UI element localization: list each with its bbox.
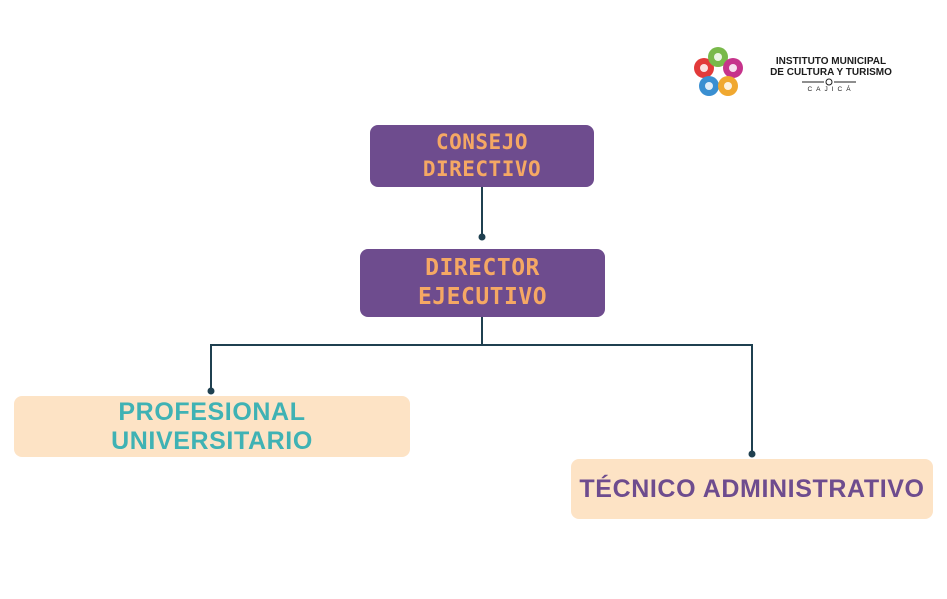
connector-director-tecnico [482, 344, 753, 454]
node-tecnico-administrativo: TÉCNICO ADMINISTRATIVO [571, 459, 933, 519]
institute-city: CAJICÁ [807, 86, 855, 93]
node-tecnico-label: TÉCNICO ADMINISTRATIVO [579, 474, 925, 503]
node-director-ejecutivo: DIRECTOR EJECUTIVO [360, 249, 605, 317]
connector-dot [207, 387, 215, 395]
connector-dot [748, 450, 756, 458]
node-consejo-directivo: CONSEJO DIRECTIVO [370, 125, 594, 187]
connector-dot [478, 233, 486, 241]
node-profesional-universitario: PROFESIONAL UNIVERSITARIO [14, 396, 410, 457]
institute-name-line2: DE CULTURA Y TURISMO [770, 67, 892, 78]
institute-name: INSTITUTO MUNICIPAL DE CULTURA Y TURISMO [768, 56, 894, 78]
connector-director-profesional [210, 317, 483, 391]
institute-name-line1: INSTITUTO MUNICIPAL [775, 56, 887, 67]
node-profesional-label: PROFESIONAL UNIVERSITARIO [111, 397, 313, 455]
node-director-label: DIRECTOR EJECUTIVO [417, 255, 548, 310]
institute-logo [694, 47, 856, 96]
node-consejo-label: CONSEJO DIRECTIVO [422, 130, 542, 181]
